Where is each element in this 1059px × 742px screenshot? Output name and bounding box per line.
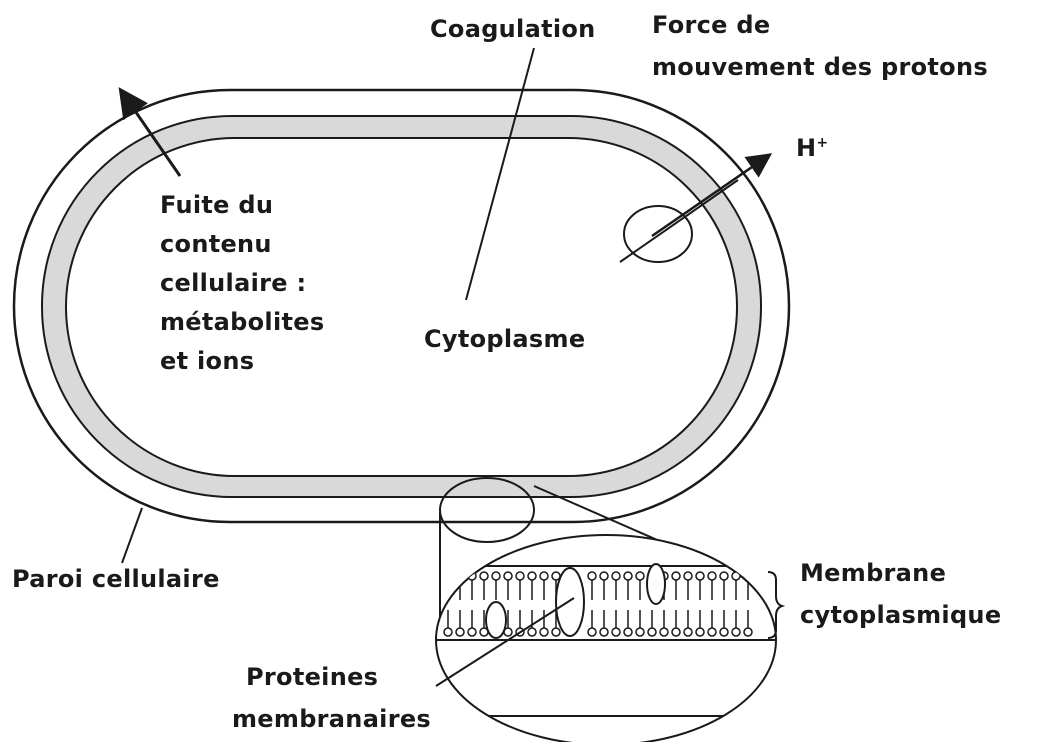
lipid-head-upper xyxy=(684,572,692,580)
lipid-head-lower xyxy=(612,628,620,636)
label-h-plus-superscript: + xyxy=(816,135,828,151)
label-coagulation: Coagulation xyxy=(430,14,596,44)
membrane-protein-upper xyxy=(647,564,665,604)
cell-body xyxy=(14,90,789,522)
lipid-head-upper xyxy=(540,572,548,580)
lipid-head-upper xyxy=(456,572,464,580)
lipid-head-lower xyxy=(708,628,716,636)
lipid-head-upper xyxy=(528,572,536,580)
lipid-head-lower xyxy=(648,628,656,636)
label-force-line2: mouvement des protons xyxy=(652,52,988,82)
label-paroi-cellulaire: Paroi cellulaire xyxy=(12,564,220,594)
lipid-head-upper xyxy=(588,572,596,580)
lipid-head-lower xyxy=(660,628,668,636)
label-h-plus: H+ xyxy=(796,128,828,163)
lipid-head-lower xyxy=(528,628,536,636)
membrane-zoom xyxy=(430,535,780,742)
lipid-head-lower xyxy=(732,628,740,636)
lipid-head-upper xyxy=(480,572,488,580)
lipid-head-lower xyxy=(720,628,728,636)
lipid-head-upper xyxy=(636,572,644,580)
lipid-head-upper xyxy=(600,572,608,580)
lipid-head-lower xyxy=(444,628,452,636)
paroi-pointer xyxy=(122,508,142,563)
label-proteines-line2: membranaires xyxy=(232,704,431,734)
membrane-protein-large xyxy=(556,568,584,636)
lipid-head-lower xyxy=(588,628,596,636)
label-cytoplasme: Cytoplasme xyxy=(424,324,585,354)
lipid-head-upper xyxy=(612,572,620,580)
lipid-head-lower xyxy=(684,628,692,636)
label-fuite-line3: cellulaire : xyxy=(160,268,306,298)
label-membrane-line2: cytoplasmique xyxy=(800,600,1001,630)
lipid-head-lower xyxy=(696,628,704,636)
lipid-head-lower xyxy=(744,628,752,636)
label-fuite-line4: métabolites xyxy=(160,307,324,337)
label-fuite-line1: Fuite du xyxy=(160,190,273,220)
label-fuite-line5: et ions xyxy=(160,346,254,376)
lipid-head-upper xyxy=(516,572,524,580)
lipid-head-upper xyxy=(708,572,716,580)
label-membrane-line1: Membrane xyxy=(800,558,946,588)
lipid-head-lower xyxy=(552,628,560,636)
lipid-head-upper xyxy=(624,572,632,580)
lipid-head-lower xyxy=(624,628,632,636)
lipid-head-upper xyxy=(672,572,680,580)
lipid-head-lower xyxy=(468,628,476,636)
lipid-head-lower xyxy=(456,628,464,636)
lipid-head-upper xyxy=(720,572,728,580)
lipid-head-upper xyxy=(492,572,500,580)
label-fuite-line2: contenu xyxy=(160,229,272,259)
lipid-head-lower xyxy=(672,628,680,636)
label-proteines-line1: Proteines xyxy=(246,662,378,692)
membrane-protein-lower xyxy=(486,602,506,638)
lipid-head-upper xyxy=(504,572,512,580)
lipid-head-lower xyxy=(540,628,548,636)
lipid-head-lower xyxy=(600,628,608,636)
lipid-head-upper xyxy=(696,572,704,580)
lipid-head-upper xyxy=(444,572,452,580)
label-force-line1: Force de xyxy=(652,10,770,40)
lipid-head-lower xyxy=(636,628,644,636)
